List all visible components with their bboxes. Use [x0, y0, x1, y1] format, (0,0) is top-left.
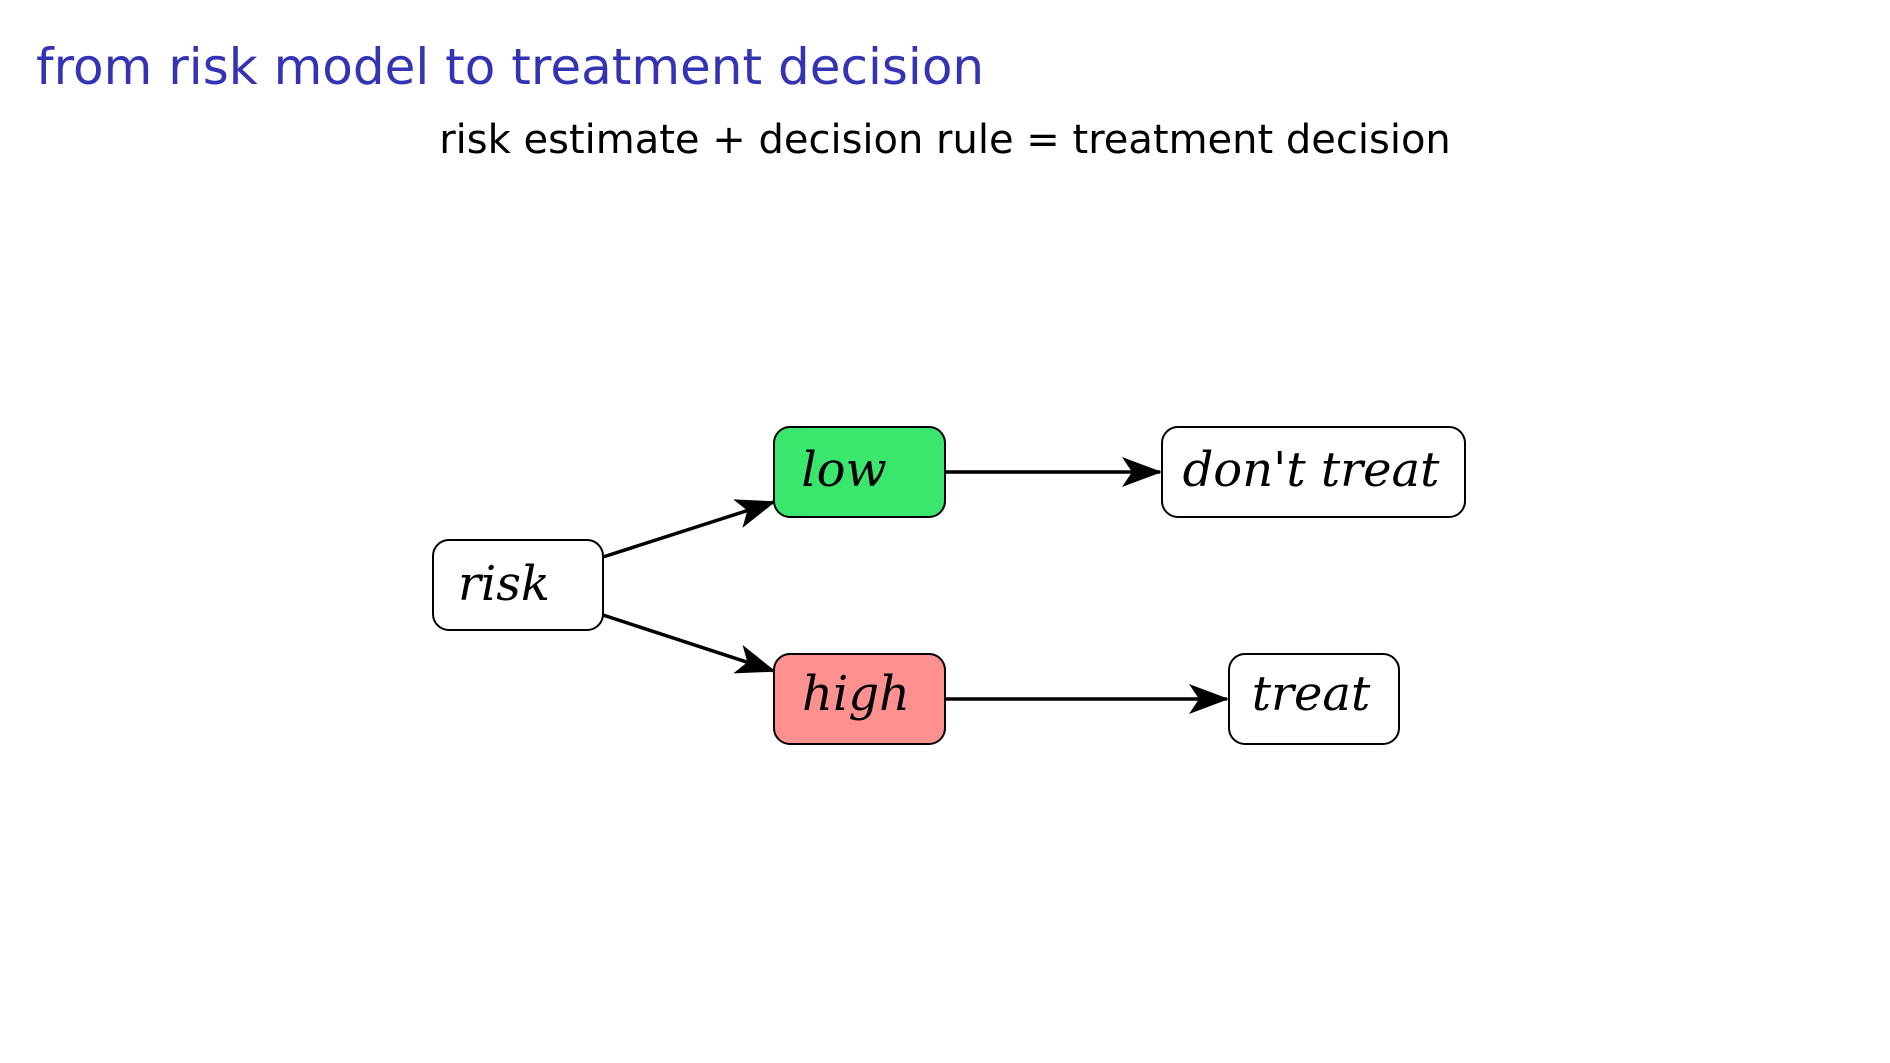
- node-risk-box: [432, 539, 604, 631]
- node-dont-treat-label: don't treat: [1183, 442, 1441, 498]
- node-treat-box: [1228, 653, 1400, 745]
- node-risk-label: risk: [458, 556, 550, 612]
- slide-title: from risk model to treatment decision: [36, 38, 985, 96]
- node-treat-label: treat: [1252, 666, 1371, 722]
- node-low: low: [773, 426, 946, 518]
- node-low-box: [773, 426, 946, 518]
- node-high: high: [773, 653, 946, 745]
- edge-risk-to-high: [602, 613, 776, 674]
- slide-subtitle: risk estimate + decision rule = treatmen…: [439, 117, 1451, 163]
- node-treat: treat: [1228, 653, 1400, 745]
- edge-risk-to-low: [602, 499, 776, 559]
- node-high-label: high: [802, 666, 910, 722]
- node-low-label: low: [801, 442, 886, 498]
- node-dont-treat-box: [1161, 426, 1466, 518]
- node-risk: risk: [432, 539, 604, 631]
- node-dont-treat: don't treat: [1161, 426, 1466, 518]
- node-high-box: [773, 653, 946, 745]
